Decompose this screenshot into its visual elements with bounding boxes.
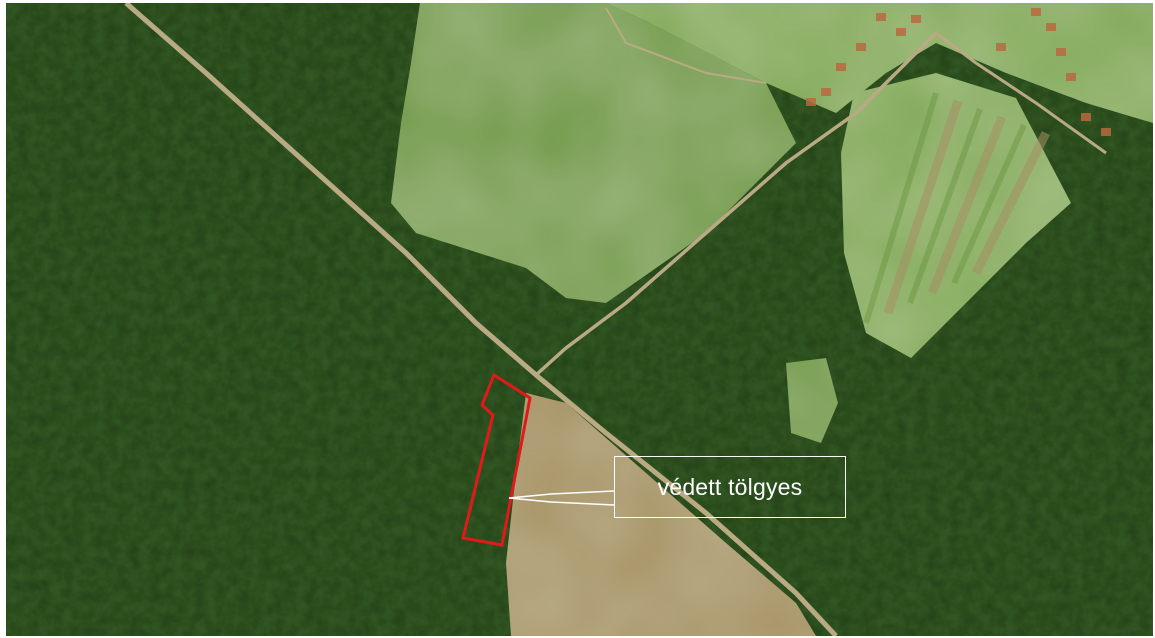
house xyxy=(996,43,1006,51)
field-stripe xyxy=(907,107,983,305)
house xyxy=(876,13,886,21)
aerial-map: védett tölgyes xyxy=(6,3,1153,636)
callout-protected-oak: védett tölgyes xyxy=(614,456,846,518)
road-village xyxy=(935,31,1107,155)
house xyxy=(806,98,816,106)
path-field-edge xyxy=(605,7,767,84)
callout-leader xyxy=(508,490,615,506)
protected-oak-boundary xyxy=(461,372,532,547)
aerial-map-image xyxy=(6,3,1153,636)
house xyxy=(1031,8,1041,16)
forest-clearing xyxy=(786,358,838,443)
callout-label: védett tölgyes xyxy=(657,473,803,500)
path-diagonal xyxy=(124,3,838,636)
village xyxy=(806,8,1111,136)
field-stripe xyxy=(971,130,1051,276)
field-stripe xyxy=(927,115,1007,295)
house xyxy=(1081,113,1091,121)
field-stripes xyxy=(863,92,1051,324)
house xyxy=(1046,23,1056,31)
meadow-north xyxy=(391,3,796,303)
house xyxy=(1056,48,1066,56)
field-stripe xyxy=(863,92,939,324)
field-stripe xyxy=(951,123,1027,285)
field-northeast xyxy=(606,3,1153,123)
house xyxy=(856,43,866,51)
house xyxy=(911,15,921,23)
field-stripe xyxy=(883,99,963,315)
house xyxy=(896,28,906,36)
house xyxy=(821,88,831,96)
meadow-south xyxy=(506,393,816,636)
house xyxy=(1066,73,1076,81)
house xyxy=(1101,128,1111,136)
house xyxy=(836,63,846,71)
path-northeast xyxy=(534,31,938,377)
